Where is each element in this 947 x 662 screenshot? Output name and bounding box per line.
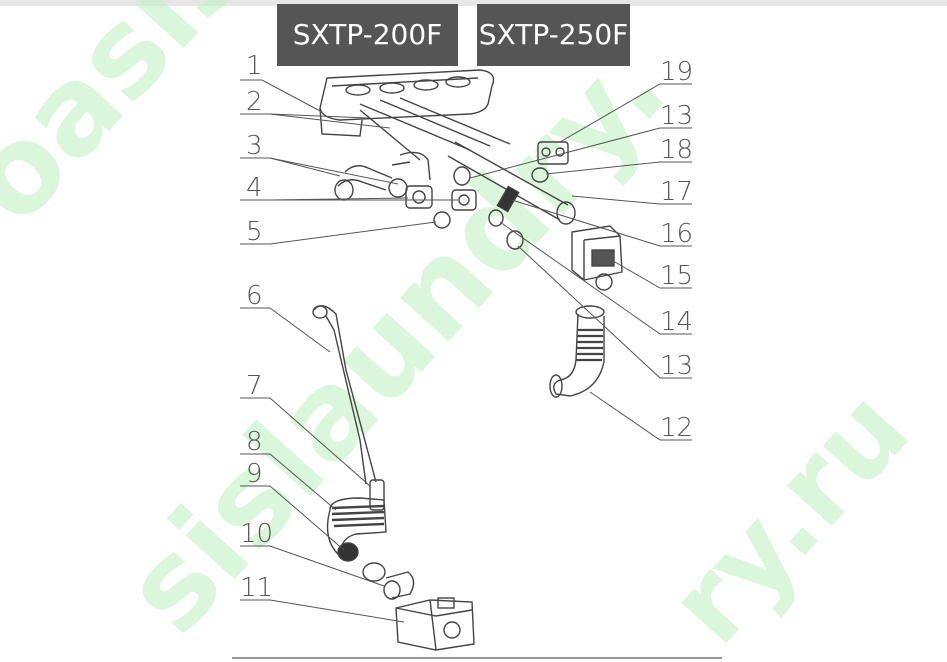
- callout-13-bottom: 13: [660, 351, 693, 381]
- model-label-sxtp-200f: SXTP-200F: [277, 4, 458, 66]
- callout-17: 17: [660, 177, 693, 207]
- leader-lines: [240, 79, 692, 623]
- watermark-text-right: ry.ru: [644, 366, 933, 662]
- callout-4: 4: [246, 173, 263, 203]
- callout-11: 11: [240, 573, 273, 603]
- callout-19: 19: [660, 57, 693, 87]
- callout-2: 2: [246, 87, 263, 117]
- callout-1: 1: [246, 51, 263, 81]
- part-nut: [433, 211, 451, 229]
- callout-7: 7: [246, 371, 263, 401]
- part-right-valve-group: [453, 141, 569, 186]
- watermark-text-left: oasis: [0, 0, 274, 249]
- part-connector: [488, 185, 524, 250]
- callout-8: 8: [246, 427, 263, 457]
- part-rings: [362, 562, 415, 600]
- callouts-left: 1 2 3 4 5 6 7 8 9 10 11: [240, 51, 273, 603]
- part-corrugated-hose: [549, 305, 605, 398]
- callout-12: 12: [660, 413, 693, 443]
- part-pump: [395, 597, 475, 651]
- callout-5: 5: [246, 217, 263, 247]
- callout-6: 6: [246, 281, 263, 311]
- top-bar: [0, 0, 947, 6]
- part-elbows: [334, 151, 431, 201]
- callout-10: 10: [240, 519, 273, 549]
- part-rods: [359, 97, 511, 161]
- callout-16: 16: [660, 219, 693, 249]
- part-tank: [319, 69, 495, 137]
- callout-18: 18: [660, 135, 693, 165]
- parts: [312, 69, 623, 651]
- callout-13-top: 13: [660, 101, 693, 131]
- callout-9: 9: [246, 459, 263, 489]
- callout-14: 14: [660, 307, 693, 337]
- callout-15: 15: [660, 261, 693, 291]
- model-label-sxtp-250f: SXTP-250F: [477, 4, 630, 66]
- part-long-tube: [312, 305, 377, 485]
- callout-3: 3: [246, 131, 263, 161]
- callouts-right: 19 13 18 17 16 15 14 13 12: [660, 57, 693, 443]
- part-box: [571, 225, 623, 291]
